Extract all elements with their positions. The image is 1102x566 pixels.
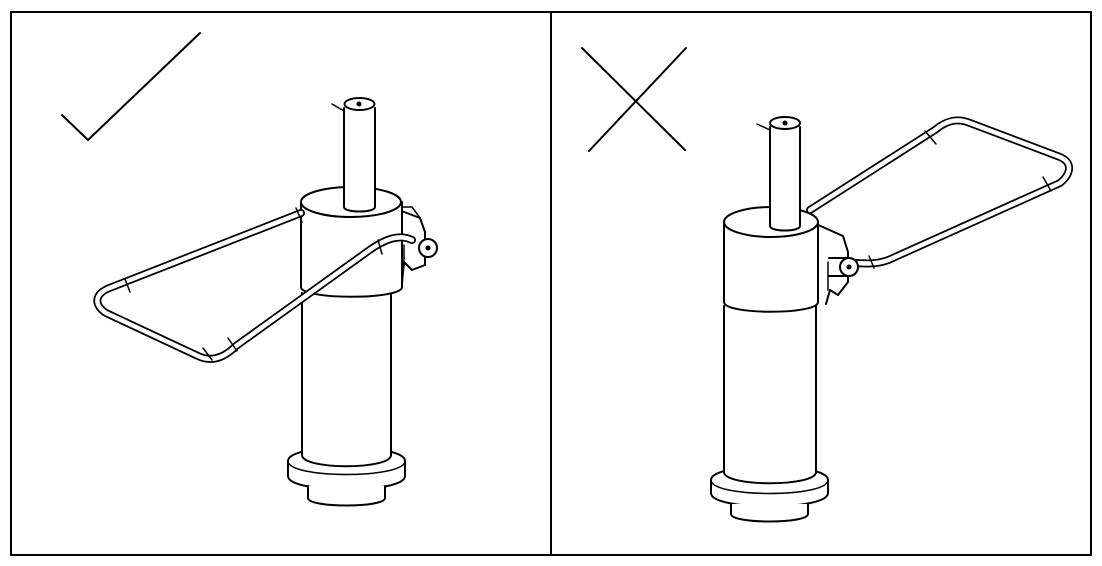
hydraulic-pump-correct <box>93 97 438 507</box>
pump-cylinder <box>723 305 817 485</box>
pump-rod-pin <box>331 103 345 112</box>
pump-rod-hole <box>356 101 362 107</box>
hydraulic-pump-incorrect <box>710 116 1073 523</box>
pump-piston-rod <box>343 107 376 213</box>
handle-ring <box>295 207 303 223</box>
pump-handle-correct <box>93 207 416 363</box>
cross-mark-icon <box>581 47 687 152</box>
pump-cylinder <box>301 292 392 468</box>
pump-pivot-hole <box>846 264 852 270</box>
pump-pivot-hole <box>425 245 431 251</box>
handle-ring <box>124 278 131 293</box>
pump-handle-incorrect <box>806 116 1073 269</box>
pump-piston-rod <box>769 126 801 232</box>
pump-base-rim <box>287 460 406 476</box>
panel-correct <box>61 32 438 507</box>
panel-incorrect <box>581 47 1073 523</box>
pump-foot <box>730 503 809 523</box>
handle-ring <box>924 130 937 145</box>
handle-ring <box>868 255 875 269</box>
pump-rod-pin <box>756 123 771 131</box>
pump-rod-hole <box>782 120 788 126</box>
check-mark-icon <box>61 32 201 141</box>
handle-ring <box>377 239 383 255</box>
handle-ring <box>1042 176 1052 192</box>
pump-head <box>300 201 403 298</box>
handle-ring <box>202 347 213 361</box>
pump-base-rim <box>710 479 829 495</box>
handle-ring <box>227 337 238 352</box>
pump-head <box>723 221 819 313</box>
pump-foot <box>307 485 386 507</box>
